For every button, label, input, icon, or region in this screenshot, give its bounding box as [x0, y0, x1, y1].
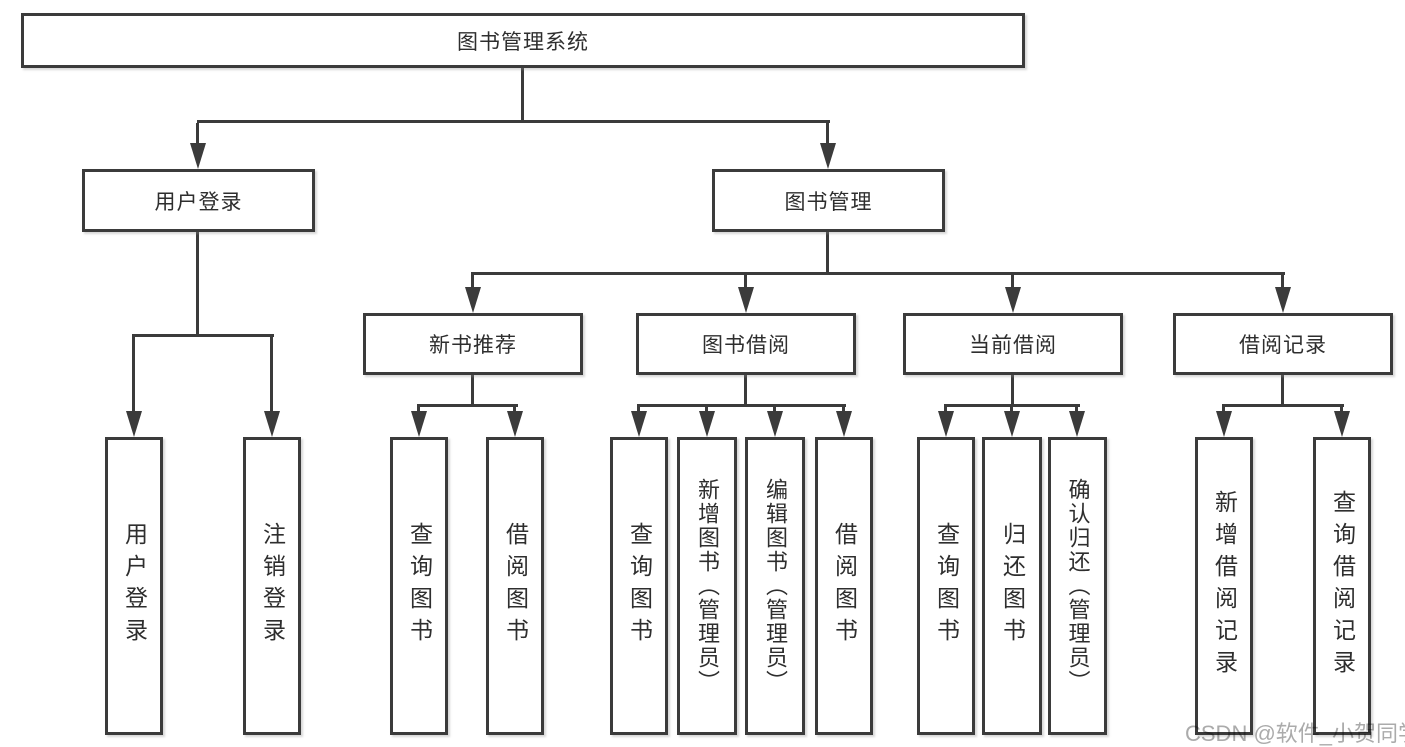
leaf-confirm-return-admin-label: 确认归还（管理员）: [1065, 478, 1091, 694]
connector-line: [417, 404, 518, 407]
connector-line: [1010, 404, 1013, 416]
connector-line: [1075, 404, 1078, 416]
arrowhead-down-icon: [1334, 411, 1350, 437]
arrowhead-down-icon: [938, 411, 954, 437]
leaf-user-login: 用户登录: [105, 437, 163, 735]
leaf-query-books-borrowing: 查询图书: [610, 437, 668, 735]
arrowhead-down-icon: [507, 411, 523, 437]
arrowhead-down-icon: [411, 411, 427, 437]
connector-line: [1340, 404, 1343, 416]
arrowhead-down-icon: [1069, 411, 1085, 437]
connector-line: [471, 375, 474, 406]
connector-line: [744, 275, 747, 289]
arrowhead-down-icon: [190, 143, 206, 169]
connector-line: [744, 375, 747, 406]
node-borrow-records: 借阅记录: [1173, 313, 1393, 375]
connector-line: [197, 120, 830, 123]
connector-line: [1222, 404, 1225, 416]
connector-line: [1281, 275, 1284, 289]
connector-line: [196, 123, 199, 147]
connector-line: [705, 404, 708, 416]
connector-line: [417, 404, 420, 416]
leaf-query-borrow-record: 查询借阅记录: [1313, 437, 1371, 735]
leaf-return-book: 归还图书: [982, 437, 1042, 735]
node-borrow-records-label: 借阅记录: [1239, 334, 1327, 357]
node-root: 图书管理系统: [21, 13, 1025, 68]
connector-line: [826, 123, 829, 147]
connector-line: [1011, 275, 1014, 289]
node-root-label: 图书管理系统: [457, 30, 589, 54]
connector-line: [1281, 375, 1284, 406]
connector-line: [1222, 404, 1344, 407]
arrowhead-down-icon: [1275, 287, 1291, 313]
node-new-book-recommend-label: 新书推荐: [429, 334, 517, 357]
leaf-user-login-label: 用户登录: [121, 522, 148, 650]
leaf-edit-book-admin-label: 编辑图书（管理员）: [763, 478, 788, 694]
leaf-logout-label: 注销登录: [259, 522, 286, 650]
connector-line: [773, 404, 776, 416]
arrowhead-down-icon: [699, 411, 715, 437]
leaf-logout: 注销登录: [243, 437, 301, 735]
arrowhead-down-icon: [820, 143, 836, 169]
arrowhead-down-icon: [465, 287, 481, 313]
leaf-query-books-borrowing-label: 查询图书: [626, 522, 653, 650]
arrowhead-down-icon: [631, 411, 647, 437]
leaf-query-books-recommend-label: 查询图书: [406, 522, 433, 650]
leaf-add-book-admin: 新增图书（管理员）: [677, 437, 737, 735]
leaf-return-book-label: 归还图书: [999, 522, 1026, 650]
node-book-borrowing-label: 图书借阅: [702, 334, 790, 357]
leaf-query-books-current-label: 查询图书: [933, 522, 960, 650]
arrowhead-down-icon: [1216, 411, 1232, 437]
node-book-management: 图书管理: [712, 169, 945, 232]
node-book-management-label: 图书管理: [784, 190, 873, 214]
leaf-add-book-admin-label: 新增图书（管理员）: [695, 478, 720, 694]
connector-line: [270, 337, 273, 413]
leaf-borrow-books-recommend: 借阅图书: [486, 437, 544, 735]
connector-line: [842, 404, 845, 416]
connector-line: [521, 68, 524, 122]
leaf-add-borrow-record-label: 新增借阅记录: [1211, 490, 1238, 682]
connector-line: [513, 404, 516, 416]
connector-line: [132, 334, 274, 337]
leaf-query-books-recommend: 查询图书: [390, 437, 448, 735]
leaf-query-books-current: 查询图书: [917, 437, 975, 735]
node-current-borrowing: 当前借阅: [903, 313, 1123, 375]
connector-line: [196, 232, 199, 335]
connector-line: [1011, 375, 1014, 406]
leaf-borrow-books-borrowing-label: 借阅图书: [831, 522, 858, 650]
csdn-watermark: CSDN @软件_小贺同学: [1185, 721, 1405, 746]
arrowhead-down-icon: [836, 411, 852, 437]
node-new-book-recommend: 新书推荐: [363, 313, 583, 375]
leaf-borrow-books-recommend-label: 借阅图书: [502, 522, 529, 650]
arrowhead-down-icon: [738, 287, 754, 313]
node-user-login-label: 用户登录: [154, 190, 243, 214]
leaf-edit-book-admin: 编辑图书（管理员）: [745, 437, 805, 735]
connector-line: [637, 404, 640, 416]
node-user-login: 用户登录: [82, 169, 315, 232]
connector-line: [826, 232, 829, 275]
arrowhead-down-icon: [1005, 287, 1021, 313]
leaf-borrow-books-borrowing: 借阅图书: [815, 437, 873, 735]
connector-line: [471, 272, 1285, 275]
leaf-add-borrow-record: 新增借阅记录: [1195, 437, 1253, 735]
leaf-query-borrow-record-label: 查询借阅记录: [1329, 490, 1356, 682]
arrowhead-down-icon: [126, 411, 142, 437]
node-current-borrowing-label: 当前借阅: [969, 334, 1057, 357]
connector-line: [944, 404, 947, 416]
node-book-borrowing: 图书借阅: [636, 313, 856, 375]
arrowhead-down-icon: [264, 411, 280, 437]
connector-line: [471, 275, 474, 289]
leaf-confirm-return-admin: 确认归还（管理员）: [1048, 437, 1107, 735]
connector-line: [132, 337, 135, 413]
arrowhead-down-icon: [1004, 411, 1020, 437]
arrowhead-down-icon: [767, 411, 783, 437]
connector-line: [637, 404, 846, 407]
